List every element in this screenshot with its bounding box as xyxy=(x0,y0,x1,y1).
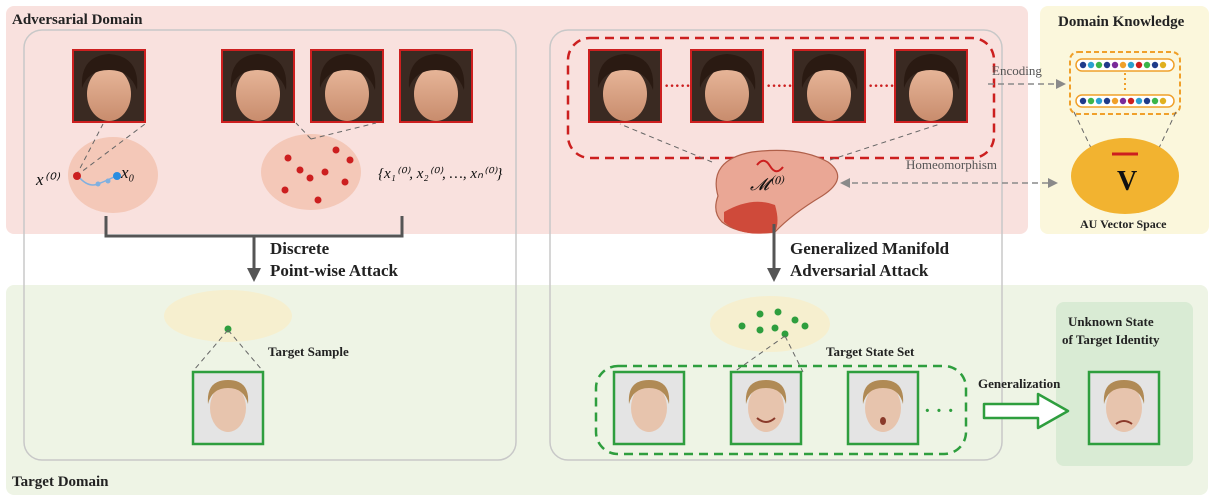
discrete-label-2: Point-wise Attack xyxy=(270,261,399,280)
label-x0-sup: x⁽⁰⁾ xyxy=(35,170,61,189)
au-vector-top xyxy=(1075,58,1175,72)
manifold-fold xyxy=(724,201,778,234)
face-original xyxy=(72,49,146,123)
gma-label-2: Adversarial Attack xyxy=(790,261,929,280)
seq-dots-2: ····· xyxy=(766,78,793,95)
au-vector-space-label: AU Vector Space xyxy=(1080,217,1167,231)
left-panel-outline xyxy=(23,29,517,461)
manifold-curve xyxy=(756,159,784,173)
sequence-frame xyxy=(566,36,996,160)
target-point xyxy=(224,325,232,333)
face-perturbed-2 xyxy=(310,49,384,123)
label-point-set: {x₁⁽⁰⁾, x₂⁽⁰⁾, …, xₙ⁽⁰⁾} xyxy=(378,166,502,182)
generalization-label: Generalization xyxy=(978,376,1061,391)
face-target-surprise xyxy=(846,370,920,446)
label-x0: x₀ xyxy=(120,163,135,182)
red-points xyxy=(281,146,354,204)
generalization-arrow xyxy=(982,392,1070,430)
green-points xyxy=(738,308,809,338)
point-x0 xyxy=(113,172,121,180)
seq-dots-3: ····· xyxy=(868,78,895,95)
face-perturbed-3 xyxy=(399,49,473,123)
au-vector-space-blob xyxy=(1071,138,1179,214)
point-blob-scatter xyxy=(261,134,361,210)
face-seq-4 xyxy=(894,49,968,123)
face-target-sample xyxy=(191,370,265,446)
manifold-label: 𝓜⁽⁰⁾ xyxy=(750,175,785,194)
domain-knowledge-title: Domain Knowledge xyxy=(1058,14,1185,30)
point-blob-left xyxy=(68,137,158,213)
homeomorphism-label: Homeomorphism xyxy=(906,157,997,172)
target-set-ellipsis: · · · xyxy=(924,400,954,422)
target-set-frame xyxy=(594,364,968,456)
adversarial-domain-title: Adversarial Domain xyxy=(12,12,143,28)
face-unknown-state xyxy=(1087,370,1161,446)
face-seq-3 xyxy=(792,49,866,123)
face-target-smile xyxy=(729,370,803,446)
encoding-label: Encoding xyxy=(992,63,1042,78)
target-blob-left xyxy=(164,290,292,342)
face-seq-2 xyxy=(690,49,764,123)
face-perturbed-1 xyxy=(221,49,295,123)
unknown-state-label-2: of Target Identity xyxy=(1062,332,1160,347)
face-target-neutral xyxy=(612,370,686,446)
au-vector-bottom xyxy=(1075,94,1175,108)
target-sample-label: Target Sample xyxy=(268,344,349,359)
target-domain-title: Target Domain xyxy=(12,474,109,490)
right-panel-outline xyxy=(549,29,1003,461)
seq-dots-1: ····· xyxy=(664,78,691,95)
face-seq-1 xyxy=(588,49,662,123)
vector-space-symbol: V xyxy=(1117,166,1137,197)
target-state-set-label: Target State Set xyxy=(826,344,915,359)
target-blob-right xyxy=(710,296,830,352)
adversarial-domain-region xyxy=(6,6,1028,234)
point-x0-original xyxy=(73,172,81,180)
au-vector-frame xyxy=(1069,51,1181,115)
discrete-label-1: Discrete xyxy=(270,239,330,258)
unknown-state-label-1: Unknown State xyxy=(1068,314,1154,329)
gma-label-1: Generalized Manifold xyxy=(790,239,950,258)
